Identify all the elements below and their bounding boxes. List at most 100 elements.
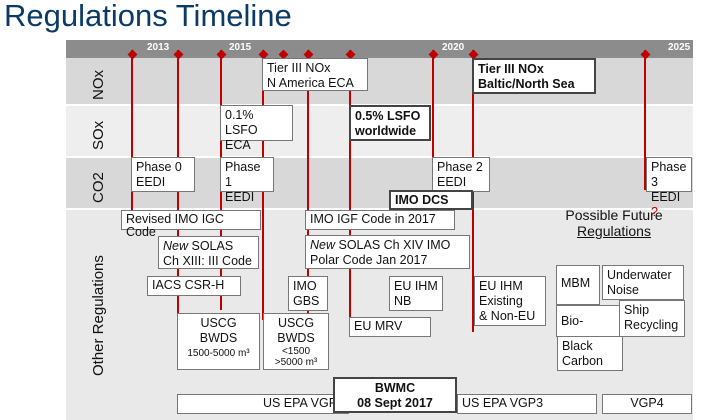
box-line: 0.5% LSFO — [355, 109, 421, 123]
box-line: 1500-5000 m³ — [187, 348, 250, 359]
box-line: Ship — [624, 303, 650, 317]
future-title-line: Regulations — [577, 223, 651, 239]
eu-ihm-existing-box: EU IHM Existing & Non-EU — [474, 276, 546, 326]
box-line: BWDS — [199, 331, 238, 345]
lsfo-eca-box: 0.1% LSFO ECA — [220, 105, 293, 152]
box-text: SOLAS — [188, 239, 234, 253]
year-label: 2013 — [147, 42, 170, 53]
box-line: US EPA VGP2 — [262, 396, 344, 410]
box-line: EU IHM — [394, 279, 438, 293]
biofouling-box: Bio-fouling — [556, 305, 620, 354]
box-line: Noise — [607, 283, 639, 297]
phase2-eedi-box: Phase 2 EEDI — [432, 157, 490, 192]
uscg-bwds-2-box: USCG BWDS <1500 >5000 m³ — [263, 313, 329, 370]
lsfo-worldwide-box: 0.5% LSFO worldwide — [349, 105, 431, 141]
row-label-co2: CO2 — [90, 172, 107, 203]
page-title: Regulations Timeline — [4, 0, 292, 33]
box-text: New — [163, 239, 189, 253]
row-label-nox: NOx — [90, 70, 107, 100]
box-text: New — [310, 238, 336, 252]
imo-gbs-box: IMO GBS — [288, 276, 328, 311]
box-line: GBS — [293, 294, 320, 308]
box-line: Tier III NOx — [267, 61, 331, 75]
box-line: & Non-EU — [479, 309, 536, 323]
timeline-line — [644, 50, 646, 190]
box-line: EU MRV — [354, 319, 403, 333]
box-line: Phase 1 — [225, 160, 261, 189]
box-line: EEDI — [437, 175, 467, 189]
uscg-bwds-1-box: USCG BWDS 1500-5000 m³ — [177, 313, 260, 370]
solas-xiii-box: New SOLAS Ch XIII: III Code — [158, 236, 259, 269]
ship-recycling-box: Ship Recycling — [619, 300, 685, 337]
black-carbon-box: Black Carbon — [557, 336, 623, 371]
box-line: Recycling — [624, 318, 679, 332]
future-regulations-title: Possible Future Regulations — [560, 207, 668, 239]
mbm-box: MBM — [556, 265, 600, 305]
box-line: IMO — [293, 279, 317, 293]
year-label: 2015 — [229, 42, 252, 53]
timeline-line — [349, 50, 351, 330]
box-line: N America ECA — [267, 76, 354, 90]
timeline-line — [432, 50, 434, 200]
box-line: IMO IGF Code in 2017 — [310, 212, 436, 226]
box-line: BWMC — [374, 381, 416, 395]
box-line: New SOLAS Ch XIV IMO — [310, 238, 465, 253]
box-line: Black — [562, 339, 593, 353]
box-line: 08 Sept 2017 — [357, 396, 433, 410]
box-line: worldwide — [355, 124, 417, 138]
eu-ihm-nb-box: EU IHM NB — [389, 276, 443, 311]
box-line: BWDS — [277, 331, 315, 345]
box-line: >5000 m³ — [274, 357, 318, 368]
box-line: NB — [394, 294, 412, 308]
box-line: EEDI ? — [651, 190, 687, 220]
box-line: Ch XIII: III Code — [163, 254, 252, 268]
box-line: Phase 3 — [651, 160, 687, 189]
row-divider — [0, 208, 720, 210]
box-line: VGP4 — [630, 396, 664, 410]
box-line: Phase 0 — [136, 160, 182, 174]
box-line: Polar Code Jan 2017 — [310, 253, 428, 267]
box-line: EU IHM — [479, 279, 523, 293]
igf-code-box: IMO IGF Code in 2017 — [305, 210, 455, 230]
box-line: Tier III NOx — [478, 62, 544, 76]
box-line: IACS CSR-H — [152, 278, 225, 292]
box-line: ECA — [225, 138, 251, 152]
igc-code-box: Revised IMO IGC Code — [121, 210, 261, 239]
eu-mrv-box: EU MRV — [349, 317, 431, 337]
year-label: 2025 — [668, 42, 691, 53]
row-label-other: Other Regulations — [90, 255, 107, 376]
iacs-csr-box: IACS CSR-H — [147, 276, 241, 296]
box-line: IMO DCS — [395, 193, 449, 207]
box-line: USCG — [200, 316, 237, 330]
box-line: Phase 2 — [437, 160, 483, 174]
box-line: Underwater — [607, 268, 672, 282]
year-label: 2020 — [442, 42, 465, 53]
underwater-noise-box: Underwater Noise — [602, 265, 684, 300]
timeline-line — [307, 50, 309, 320]
timeline-line — [131, 50, 133, 220]
box-line: Baltic/North Sea — [478, 77, 575, 91]
tier3-na-eca-box: Tier III NOx N America ECA — [262, 58, 368, 91]
box-line: Existing — [479, 294, 523, 308]
imo-dcs-box: IMO DCS — [389, 190, 473, 210]
future-title-line: Possible Future — [565, 207, 663, 223]
vgp2-box: US EPA VGP2 — [177, 394, 349, 414]
row-label-sox: SOx — [90, 120, 107, 150]
box-line: 0.1% LSFO — [225, 108, 258, 137]
phase3-eedi-box: Phase 3 EEDI ? — [646, 157, 692, 219]
box-line: EEDI — [136, 175, 166, 189]
box-line: MBM — [561, 276, 591, 290]
box-line: US EPA VGP3 — [462, 396, 544, 410]
vgp4-box: VGP4 — [602, 394, 692, 414]
phase1-eedi-box: Phase 1 EEDI — [220, 157, 274, 204]
box-text: SOLAS Ch XIV IMO — [335, 238, 451, 252]
row-divider — [0, 156, 720, 158]
box-line: <1500 — [281, 346, 311, 357]
solas-xiv-box: New SOLAS Ch XIV IMO Polar Code Jan 2017 — [305, 235, 470, 269]
vgp3-box: US EPA VGP3 — [457, 394, 597, 414]
box-line: Revised IMO IGC Code — [126, 212, 224, 239]
box-text: EEDI — [651, 190, 681, 204]
box-line: Carbon — [562, 354, 603, 368]
phase0-eedi-box: Phase 0 EEDI — [131, 157, 195, 192]
box-line: New SOLAS — [163, 239, 254, 254]
